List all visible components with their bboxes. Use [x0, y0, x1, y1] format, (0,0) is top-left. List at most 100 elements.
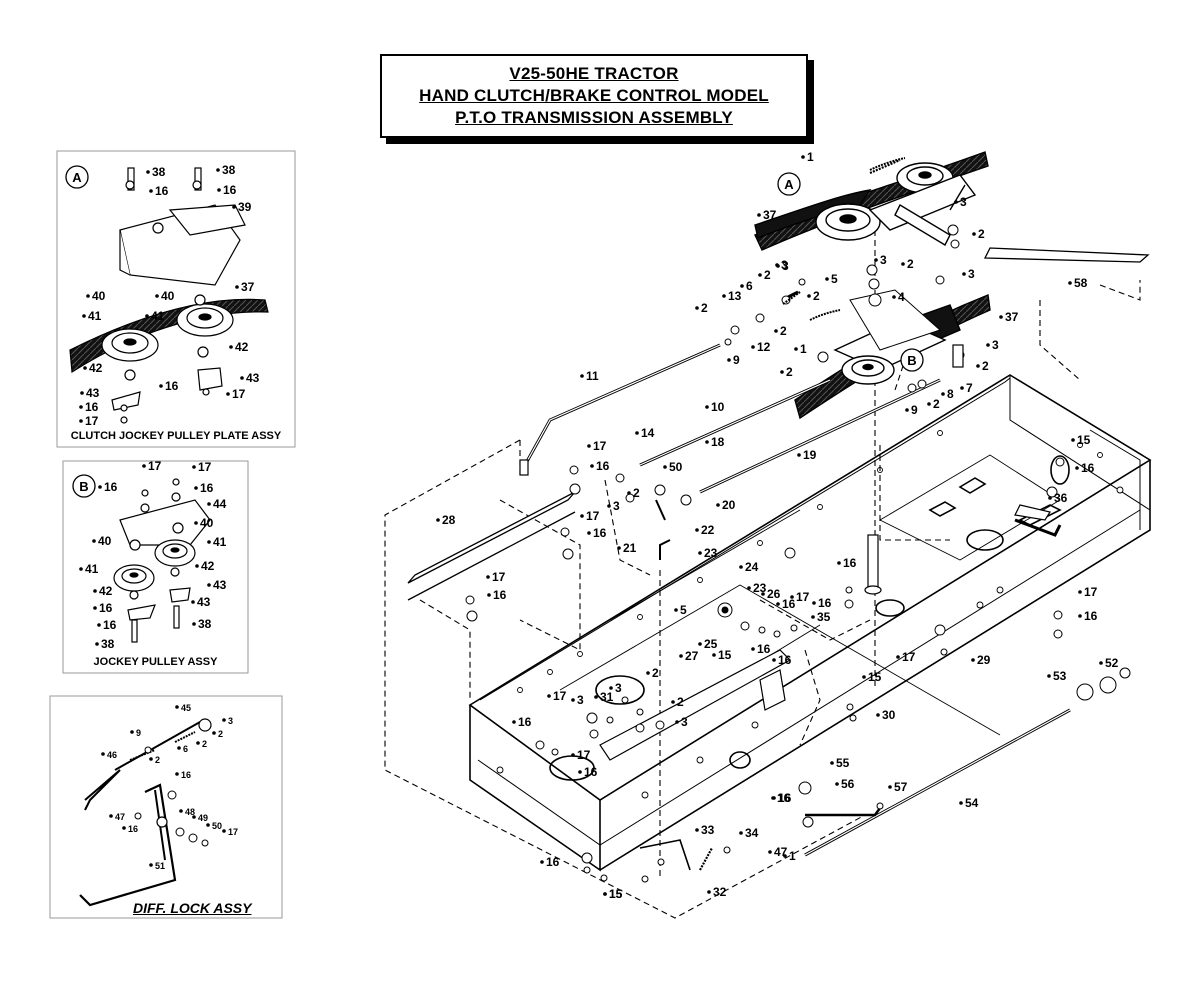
part-callout-number: 42	[235, 340, 249, 354]
part-callout-number: 34	[745, 826, 759, 840]
part-callout-number: 9	[911, 403, 918, 417]
callout-leader-dot	[901, 262, 905, 266]
marker-a-main: A	[777, 172, 801, 196]
callout-leader-dot	[149, 757, 153, 761]
inset-c-caption: DIFF. LOCK ASSY	[133, 900, 252, 916]
callout-leader-dot	[83, 366, 87, 370]
marker-a-main-label: A	[784, 177, 794, 192]
part-callout-number: 16	[1084, 609, 1098, 623]
part-callout-number: 43	[213, 578, 227, 592]
part-callout-number: 17	[492, 570, 506, 584]
part-callout-number: 16	[757, 642, 771, 656]
part-callout-number: 15	[868, 670, 882, 684]
part-callout-number: 41	[151, 309, 165, 323]
part-callout-number: 14	[641, 426, 655, 440]
inset-a-caption: CLUTCH JOCKEY PULLEY PLATE ASSY	[70, 430, 282, 442]
callout-leader-dot	[811, 615, 815, 619]
part-callout-number: 13	[728, 289, 742, 303]
callout-leader-dot	[177, 746, 181, 750]
callout-leader-dot	[635, 431, 639, 435]
callout-leader-dot	[79, 567, 83, 571]
part-callout-number: 37	[763, 208, 777, 222]
part-callout-number: 22	[701, 523, 715, 537]
callout-leader-dot	[92, 539, 96, 543]
callout-leader-dot	[679, 654, 683, 658]
callout-leader-dot	[780, 370, 784, 374]
part-callout-number: 17	[232, 387, 246, 401]
callout-leader-dot	[646, 671, 650, 675]
callout-leader-dot	[807, 294, 811, 298]
callout-leader-dot	[761, 592, 765, 596]
part-callout-number: 17	[198, 460, 212, 474]
callout-leader-dot	[578, 770, 582, 774]
callout-leader-dot	[1099, 661, 1103, 665]
callout-leader-dot	[663, 465, 667, 469]
callout-leader-dot	[159, 384, 163, 388]
callout-leader-dot	[739, 565, 743, 569]
callout-leader-dot	[192, 465, 196, 469]
callout-leader-dot	[790, 595, 794, 599]
part-callout-number: 16	[1081, 461, 1095, 475]
callout-leader-dot	[751, 647, 755, 651]
part-callout-number: 5	[831, 272, 838, 286]
callout-leader-dot	[794, 347, 798, 351]
callout-leader-dot	[93, 606, 97, 610]
part-callout-number: 9	[733, 353, 740, 367]
part-callout-number: 40	[161, 289, 175, 303]
marker-b-inset-label: B	[79, 479, 88, 494]
callout-leader-dot	[617, 546, 621, 550]
part-callout-number: 2	[155, 755, 160, 765]
part-callout-number: 15	[609, 887, 623, 901]
part-callout-number: 16	[99, 601, 113, 615]
callout-leader-dot	[512, 720, 516, 724]
part-callout-number: 1	[789, 849, 796, 863]
callout-leader-dot	[609, 686, 613, 690]
callout-leader-dot	[155, 294, 159, 298]
part-callout-number: 12	[757, 340, 771, 354]
title-line-1: V25-50HE TRACTOR	[509, 64, 679, 83]
part-callout-number: 2	[978, 227, 985, 241]
part-callout-number: 16	[85, 400, 99, 414]
callout-leader-dot	[79, 405, 83, 409]
part-callout-number: 3	[577, 693, 584, 707]
callout-leader-dot	[217, 188, 221, 192]
part-callout-number: 16	[104, 480, 118, 494]
callout-leader-dot	[192, 622, 196, 626]
part-callout-number: 16	[593, 526, 607, 540]
part-callout-number: 3	[880, 253, 887, 267]
callout-leader-dot	[772, 796, 776, 800]
part-callout-number: 16	[778, 653, 792, 667]
part-callout-number: 16	[493, 588, 507, 602]
part-callout-number: 28	[442, 513, 456, 527]
assembly-b-pulleys	[787, 289, 991, 420]
part-callout-number: 56	[841, 777, 855, 791]
callout-leader-dot	[436, 518, 440, 522]
callout-leader-dot	[1071, 438, 1075, 442]
part-callout-number: 2	[677, 695, 684, 709]
marker-b-inset: B	[72, 474, 96, 498]
callout-leader-dot	[757, 213, 761, 217]
part-callout-number: 16	[782, 597, 796, 611]
callout-leader-dot	[695, 306, 699, 310]
part-callout-number: 2	[813, 289, 820, 303]
callout-leader-dot	[698, 551, 702, 555]
part-callout-number: 10	[711, 400, 725, 414]
vertical-shaft	[519, 344, 964, 595]
part-callout-number: 17	[593, 439, 607, 453]
part-callout-number: 3	[782, 259, 789, 273]
part-callout-number: 45	[181, 703, 191, 713]
marker-a-inset: A	[65, 165, 89, 189]
callout-leader-dot	[195, 564, 199, 568]
part-callout-number: 25	[704, 637, 718, 651]
callout-leader-dot	[240, 376, 244, 380]
part-callout-number: 40	[200, 516, 214, 530]
part-callout-number: 15	[1077, 433, 1091, 447]
callout-leader-dot	[79, 419, 83, 423]
part-callout-number: 16	[843, 556, 857, 570]
part-callout-number: 21	[623, 541, 637, 555]
chassis-frame	[468, 374, 1152, 872]
part-callout-number: 48	[185, 807, 195, 817]
callout-leader-dot	[98, 485, 102, 489]
part-callout-number: 32	[713, 885, 727, 899]
part-callout-number: 2	[633, 486, 640, 500]
